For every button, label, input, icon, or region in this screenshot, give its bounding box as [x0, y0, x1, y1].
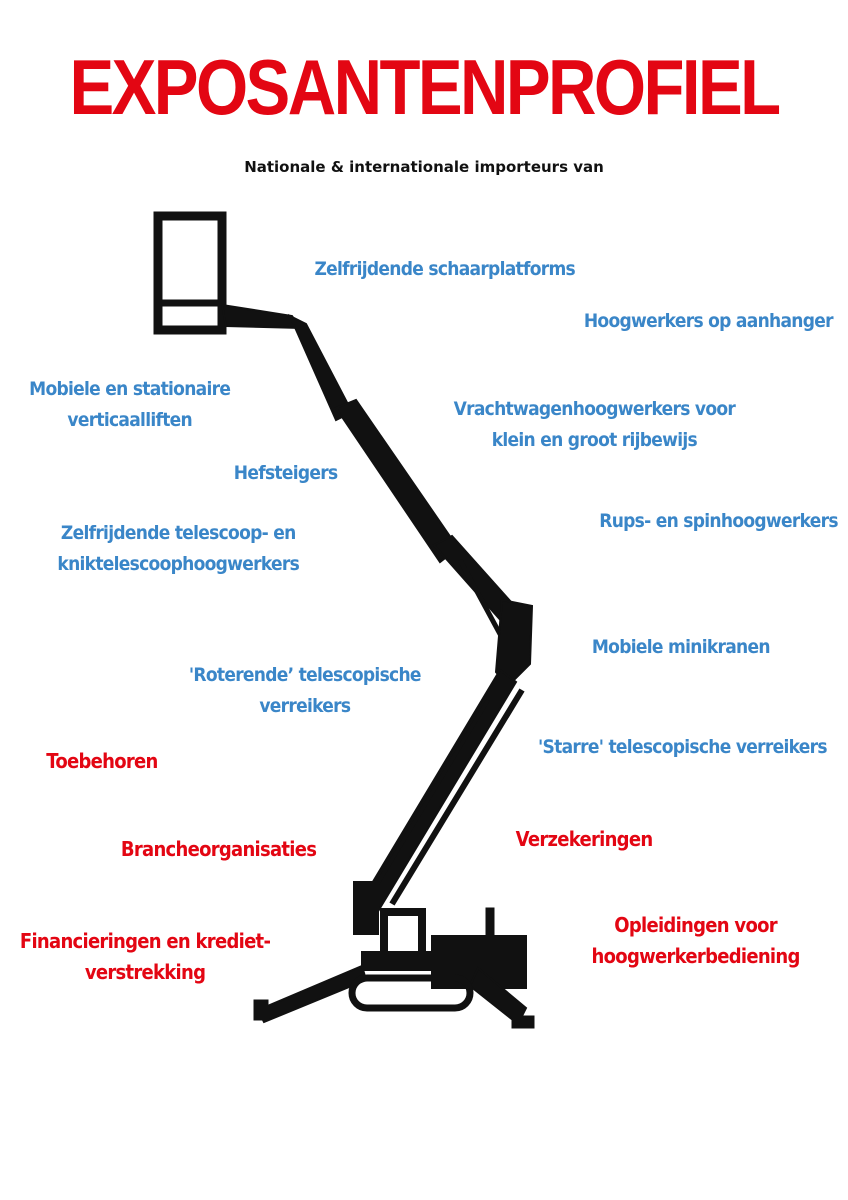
category-hefsteigers: Hefsteigers — [233, 462, 338, 484]
page-title: EXPOSANTENPROFIEL — [69, 43, 781, 131]
upper-boom-section — [334, 398, 460, 564]
category-roterende-verreikers: 'Roterende’ telescopische verreikers — [188, 664, 422, 717]
category-financieringen: Financieringen en krediet- verstrekking — [19, 929, 271, 984]
category-vrachtwagenhoogwerkers: Vrachtwagenhoogwerkers voor klein en gro… — [453, 398, 736, 451]
category-verzekeringen: Verzekeringen — [515, 827, 654, 851]
category-starre-verreikers: 'Starre' telescopische verreikers — [538, 736, 828, 758]
category-zelfrijdende-schaarplatforms: Zelfrijdende schaarplatforms — [314, 258, 576, 280]
turret-box — [380, 908, 426, 960]
category-verticaalliften: Mobiele en stationaire verticaalliften — [29, 378, 231, 431]
page-subtitle: Nationale & internationale importeurs va… — [244, 158, 604, 176]
turret — [353, 881, 379, 935]
category-telescoophoogwerkers: Zelfrijdende telescoop- en kniktelescoop… — [57, 522, 300, 575]
category-toebehoren: Toebehoren — [46, 749, 158, 773]
chassis — [361, 951, 489, 971]
category-mobiele-minikranen: Mobiele minikranen — [591, 636, 771, 658]
jib-arm — [220, 303, 302, 330]
platform-basket — [153, 211, 227, 335]
category-hoogwerkers-op-aanhanger: Hoogwerkers op aanhanger — [583, 310, 834, 332]
crawler-track — [348, 974, 474, 1012]
boom-knuckle — [494, 598, 534, 688]
category-brancheorganisaties: Brancheorganisaties — [120, 837, 317, 861]
category-opleidingen: Opleidingen voor hoogwerkerbediening — [591, 913, 801, 968]
category-rups-en-spinhoogwerkers: Rups- en spinhoogwerkers — [599, 510, 838, 532]
